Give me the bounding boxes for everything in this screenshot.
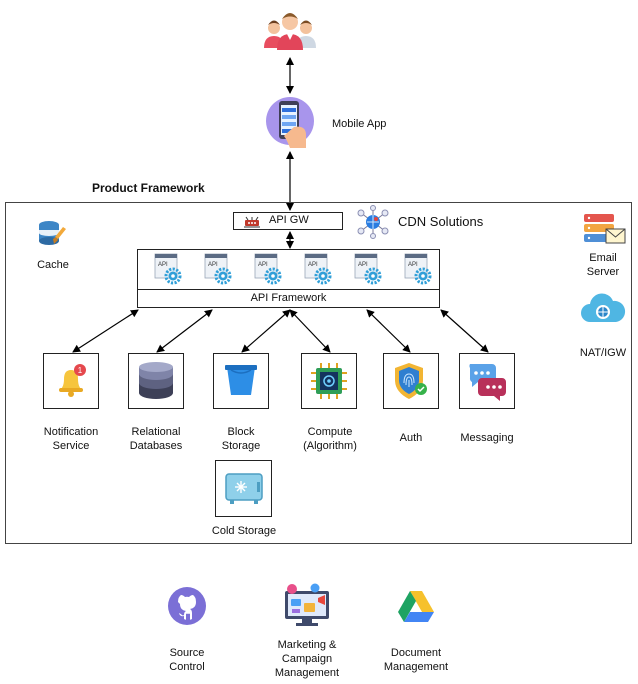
api-endpoint-icon: API bbox=[254, 253, 282, 285]
google-drive-icon bbox=[397, 589, 435, 628]
database-stack-icon bbox=[139, 362, 173, 399]
api-gateway-box[interactable]: API GW bbox=[233, 212, 343, 230]
github-icon bbox=[167, 586, 207, 631]
notification-service-box[interactable]: 1 bbox=[43, 353, 99, 409]
api-icons-svg: API API API API API API bbox=[154, 253, 432, 285]
block-storage-label: Block Storage bbox=[221, 426, 261, 452]
auth-box[interactable] bbox=[383, 353, 439, 409]
arrow-fw-notification bbox=[72, 309, 139, 353]
mobile-app-label: Mobile App bbox=[332, 118, 387, 130]
messaging-box[interactable] bbox=[459, 353, 515, 409]
api-endpoint-icon: API bbox=[204, 253, 232, 285]
marketing-campaign-label: Marketing & Campaign Management bbox=[274, 639, 340, 679]
mobile-phone-hand-icon bbox=[266, 95, 316, 155]
api-endpoint-icon: API bbox=[154, 253, 182, 285]
relational-databases-box[interactable] bbox=[128, 353, 184, 409]
cache-database-icon bbox=[36, 219, 66, 254]
arrow-fw-auth bbox=[366, 309, 411, 353]
cache-label: Cache bbox=[37, 259, 69, 271]
block-storage-box[interactable] bbox=[213, 353, 269, 409]
cold-storage-freezer-icon bbox=[224, 472, 263, 504]
svg-text:API: API bbox=[158, 262, 168, 268]
svg-text:API: API bbox=[308, 262, 318, 268]
api-endpoints-group: API API API API API API bbox=[137, 249, 440, 290]
api-gateway-icon bbox=[242, 214, 262, 234]
notification-bell-icon: 1 bbox=[59, 364, 86, 397]
api-endpoint-icon: API bbox=[354, 253, 382, 285]
api-framework-box[interactable]: API Framework bbox=[137, 289, 440, 308]
storage-bucket-icon bbox=[225, 365, 257, 395]
nat-igw-label: NAT/IGW bbox=[579, 347, 627, 359]
auth-label: Auth bbox=[399, 432, 423, 444]
notification-service-label: Notification Service bbox=[43, 426, 99, 452]
arrow-fw-block bbox=[241, 309, 291, 353]
notification-badge: 1 bbox=[78, 366, 83, 375]
svg-text:API: API bbox=[358, 262, 368, 268]
messaging-label: Messaging bbox=[460, 432, 514, 444]
svg-text:API: API bbox=[258, 262, 268, 268]
arrow-fw-relational bbox=[156, 309, 213, 353]
cloud-gateway-icon bbox=[580, 293, 626, 331]
arrow-fw-messaging bbox=[440, 309, 489, 353]
cpu-chip-icon bbox=[311, 363, 347, 399]
cdn-network-icon bbox=[356, 205, 390, 244]
chat-bubbles-icon bbox=[469, 364, 506, 401]
api-endpoint-icon: API bbox=[304, 253, 332, 285]
source-control-label: Source Control bbox=[169, 647, 205, 673]
cdn-label: CDN Solutions bbox=[398, 214, 484, 229]
svg-text:API: API bbox=[408, 262, 418, 268]
framework-title: Product Framework bbox=[92, 181, 205, 195]
cold-storage-label: Cold Storage bbox=[211, 525, 277, 537]
document-management-label: Document Management bbox=[383, 647, 449, 673]
email-server-label: Email Server bbox=[586, 252, 620, 278]
api-endpoint-icon: API bbox=[404, 253, 432, 285]
fingerprint-shield-icon bbox=[395, 363, 427, 399]
arrow-fw-compute bbox=[289, 309, 331, 353]
svg-text:API: API bbox=[208, 262, 218, 268]
product-framework-frame bbox=[5, 202, 632, 544]
relational-databases-label: Relational Databases bbox=[129, 426, 183, 452]
email-server-icon bbox=[584, 214, 626, 251]
api-gateway-label: API GW bbox=[269, 214, 309, 226]
marketing-campaign-icon bbox=[283, 583, 331, 632]
cold-storage-box[interactable] bbox=[215, 460, 272, 517]
compute-label: Compute (Algorithm) bbox=[303, 426, 357, 452]
users-group-icon bbox=[262, 8, 318, 55]
compute-box[interactable] bbox=[301, 353, 357, 409]
